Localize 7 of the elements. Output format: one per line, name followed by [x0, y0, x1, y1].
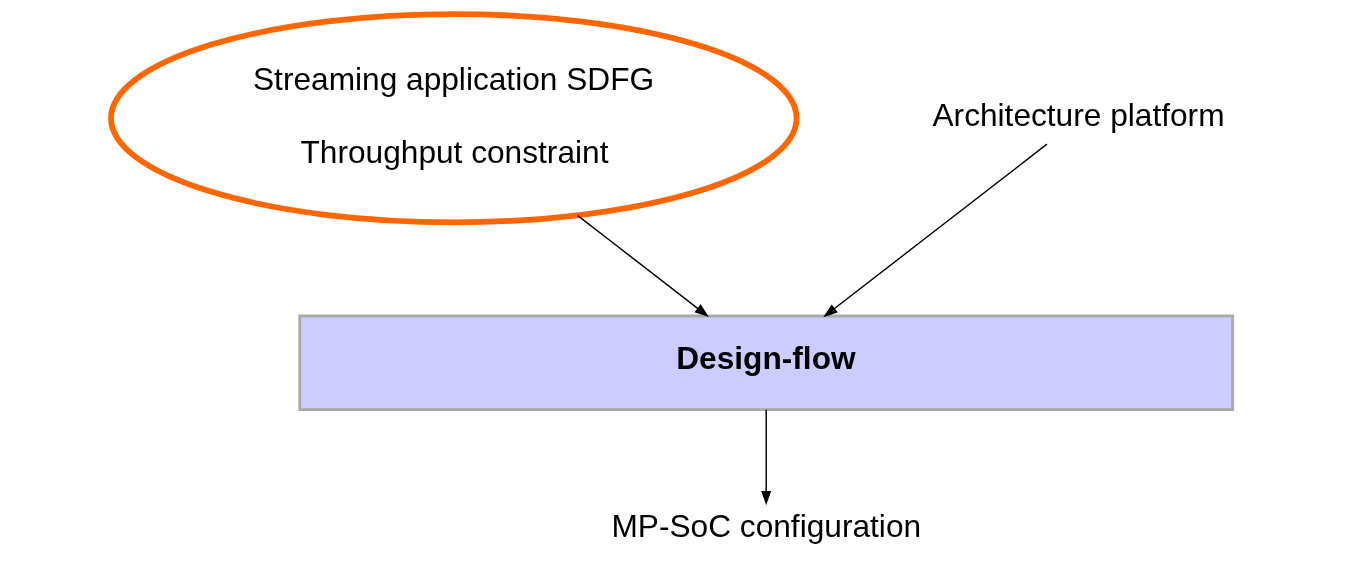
arrow — [760, 409, 771, 506]
arrow — [576, 214, 709, 318]
node-text: MP-SoC configuration — [610, 508, 921, 545]
node-box: Design-flow — [297, 314, 1234, 412]
arrow — [822, 143, 1048, 318]
node-ellipse: Streaming application SDFG Throughput constraint — [107, 11, 799, 226]
node-text: Architecture platform — [931, 97, 1225, 134]
